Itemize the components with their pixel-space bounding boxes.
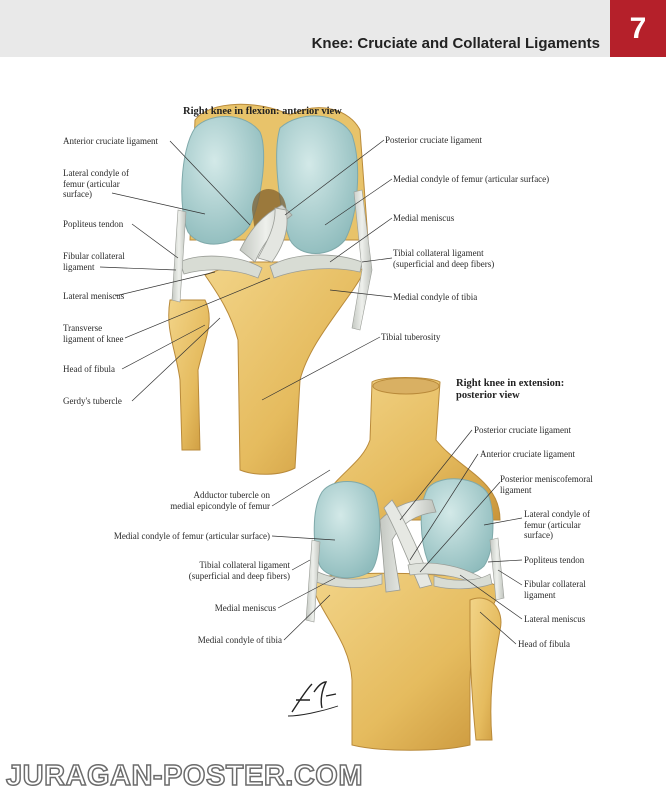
header-band [0, 0, 610, 57]
label-fibular-collateral-flexion: Fibular collateral ligament [63, 251, 125, 272]
extension-view-title: Right knee in extension: posterior view [456, 378, 565, 401]
label-head-fibula-extension: Head of fibula [518, 639, 570, 649]
label-head-fibula-flexion: Head of fibula [63, 364, 115, 374]
label-lateral-condyle-flexion: Lateral condyle of femur (articular surf… [63, 168, 129, 199]
label-lateral-meniscus-flexion: Lateral meniscus [63, 291, 125, 301]
leader-lines-extension [271, 429, 523, 645]
chapter-badge: 7 [610, 0, 666, 57]
leader-lines-flexion [99, 139, 393, 402]
medial-meniscus-flexion [269, 254, 363, 279]
label-medial-meniscus-flexion: Medial meniscus [393, 213, 455, 223]
label-anterior-cruciate-flexion: Anterior cruciate ligament [63, 136, 158, 146]
medial-condyle-cartilage-ext [313, 481, 381, 579]
label-lateral-condyle-extension: Lateral condyle of femur (articular surf… [524, 509, 590, 540]
artist-signature [287, 681, 339, 717]
menisci-extension [315, 571, 383, 588]
fibula-flexion [168, 299, 210, 451]
label-popliteus-flexion: Popliteus tendon [63, 219, 124, 229]
watermark: JURAGAN-POSTER.COM [5, 759, 364, 793]
flexion-knee [168, 103, 373, 475]
label-tibial-collateral-flexion: Tibial collateral ligament (superficial … [393, 248, 495, 269]
lateral-meniscus-flexion [179, 255, 263, 279]
label-posterior-cruciate-extension: Posterior cruciate ligament [474, 425, 571, 435]
fibular-collateral-extension [489, 537, 505, 601]
label-medial-condyle-femur-extension: Medial condyle of femur (articular surfa… [113, 531, 270, 541]
tibia-flexion [204, 261, 366, 475]
tibial-collateral-extension [305, 539, 321, 623]
label-transverse-ligament: Transverse ligament of knee [63, 323, 124, 344]
label-popliteus-extension: Popliteus tendon [524, 555, 585, 565]
label-medial-meniscus-extension: Medial meniscus [214, 603, 276, 613]
fibular-collateral-flexion [171, 209, 187, 303]
extension-knee [305, 377, 505, 751]
lateral-condyle-cartilage-ext [420, 478, 494, 576]
label-posterior-meniscofemoral: Posterior meniscofemoral ligament [500, 474, 593, 495]
label-fibular-collateral-extension: Fibular collateral ligament [524, 579, 586, 600]
label-medial-condyle-tibia-flexion: Medial condyle of tibia [393, 292, 478, 302]
tibial-collateral-flexion [351, 189, 373, 331]
label-posterior-cruciate-flexion: Posterior cruciate ligament [385, 135, 482, 145]
label-tibial-tuberosity: Tibial tuberosity [381, 332, 441, 342]
flexion-view-title: Right knee in flexion: anterior view [183, 106, 342, 117]
label-medial-condyle-femur-flexion: Medial condyle of femur (articular surfa… [393, 174, 550, 184]
label-medial-condyle-tibia-extension: Medial condyle of tibia [197, 635, 282, 645]
label-gerdys-tubercle: Gerdy's tubercle [63, 396, 122, 406]
label-anterior-cruciate-extension: Anterior cruciate ligament [480, 449, 575, 459]
label-tibial-collateral-extension: Tibial collateral ligament (superficial … [188, 560, 290, 581]
label-lateral-meniscus-extension: Lateral meniscus [524, 614, 586, 624]
label-adductor-tubercle: Adductor tubercle on medial epicondyle o… [170, 490, 270, 511]
fibula-extension [469, 597, 502, 741]
page-title: Knee: Cruciate and Collateral Ligaments [311, 35, 600, 52]
lateral-condyle-cartilage [181, 116, 265, 245]
medial-condyle-cartilage [276, 115, 359, 254]
